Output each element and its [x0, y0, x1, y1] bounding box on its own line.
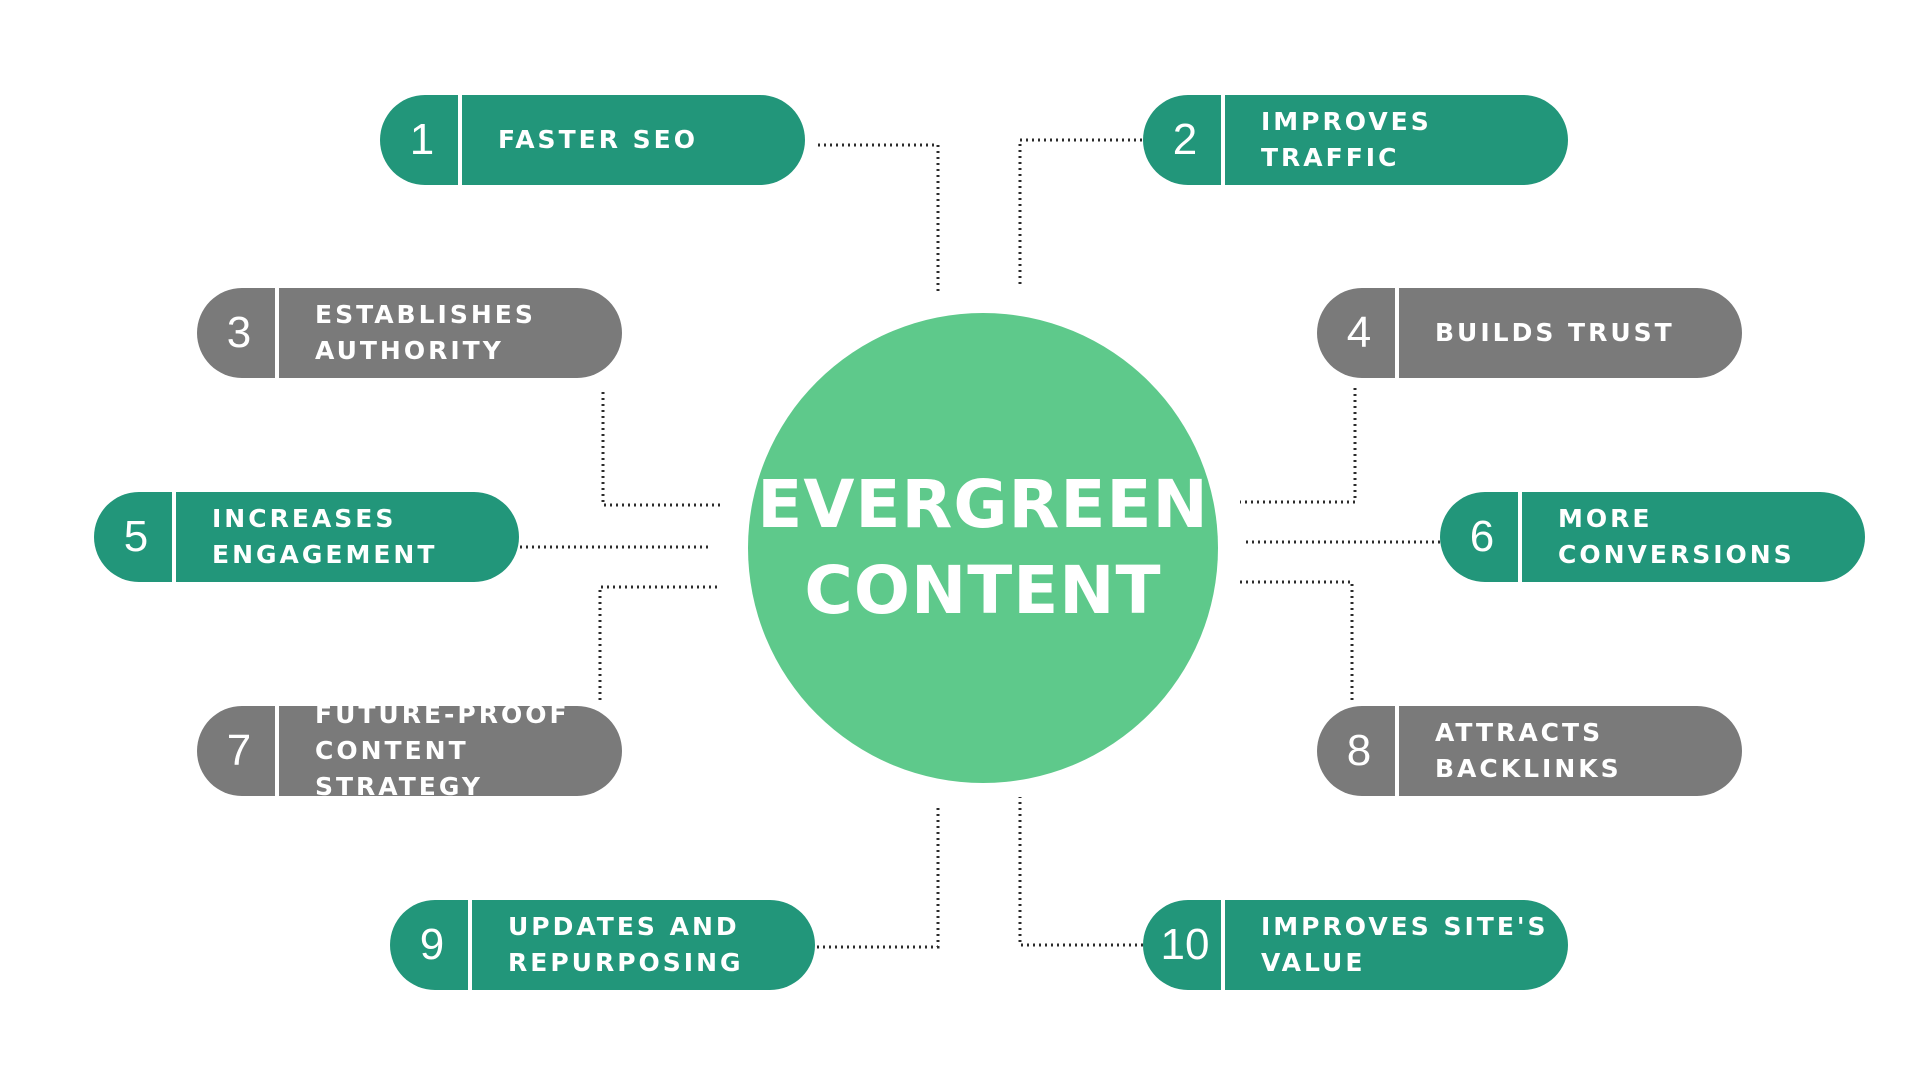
pill-divider — [172, 492, 176, 582]
benefit-number: 10 — [1160, 920, 1210, 969]
pill-divider — [1518, 492, 1522, 582]
connector-10 — [1018, 797, 1143, 947]
benefit-number: 8 — [1346, 726, 1372, 775]
benefit-9: 9 UPDATES AND REPURPOSING — [390, 900, 815, 990]
hub-title-line-1: EVERGREEN — [757, 466, 1209, 543]
benefit-3: 3 ESTABLISHES AUTHORITY — [197, 288, 622, 378]
benefit-label: FUTURE-PROOF CONTENT STRATEGY — [315, 700, 570, 801]
pill-divider — [458, 95, 462, 185]
benefit-label: BUILDS TRUST — [1435, 318, 1675, 347]
benefit-1: 1 FASTER SEO — [380, 95, 805, 185]
benefit-label: IMPROVES TRAFFIC — [1261, 107, 1432, 172]
benefit-8: 8 ATTRACTS BACKLINKS — [1317, 706, 1742, 796]
hub-title-line-2: CONTENT — [804, 552, 1162, 629]
connector-9 — [817, 805, 940, 949]
benefit-number: 2 — [1172, 115, 1198, 164]
benefit-number: 9 — [419, 920, 445, 969]
connector-8 — [1238, 580, 1354, 700]
benefit-number: 4 — [1346, 308, 1372, 357]
benefit-2: 2 IMPROVES TRAFFIC — [1143, 95, 1568, 185]
benefit-label: UPDATES AND REPURPOSING — [508, 912, 744, 977]
benefit-number: 1 — [409, 115, 435, 164]
benefit-label: MORE CONVERSIONS — [1558, 504, 1795, 569]
pill-divider — [1395, 288, 1399, 378]
hub-circle: EVERGREEN CONTENT — [748, 313, 1218, 783]
benefit-6: 6 MORE CONVERSIONS — [1440, 492, 1865, 582]
benefit-label: INCREASES ENGAGEMENT — [212, 504, 438, 569]
connector-4 — [1240, 388, 1357, 504]
benefit-number: 5 — [123, 512, 149, 561]
pill-divider — [468, 900, 472, 990]
benefit-5: 5 INCREASES ENGAGEMENT — [94, 492, 519, 582]
connector-1 — [818, 143, 940, 292]
benefit-label: ATTRACTS BACKLINKS — [1435, 718, 1622, 783]
benefit-number: 3 — [226, 308, 252, 357]
benefit-10: 10 IMPROVES SITE'S VALUE — [1143, 900, 1568, 990]
connector-7 — [598, 585, 718, 700]
pill-divider — [1221, 900, 1225, 990]
benefit-label: FASTER SEO — [498, 125, 698, 154]
pill-divider — [1395, 706, 1399, 796]
pill-divider — [275, 706, 279, 796]
pill-divider — [1221, 95, 1225, 185]
pill-divider — [275, 288, 279, 378]
benefit-number: 7 — [226, 726, 252, 775]
connector-2 — [1018, 138, 1142, 286]
benefit-7: 7 FUTURE-PROOF CONTENT STRATEGY — [197, 700, 622, 801]
benefit-label: IMPROVES SITE'S VALUE — [1261, 912, 1549, 977]
benefit-label: ESTABLISHES AUTHORITY — [315, 300, 536, 365]
connector-3 — [601, 392, 722, 507]
benefit-4: 4 BUILDS TRUST — [1317, 288, 1742, 378]
benefit-number: 6 — [1469, 512, 1495, 561]
